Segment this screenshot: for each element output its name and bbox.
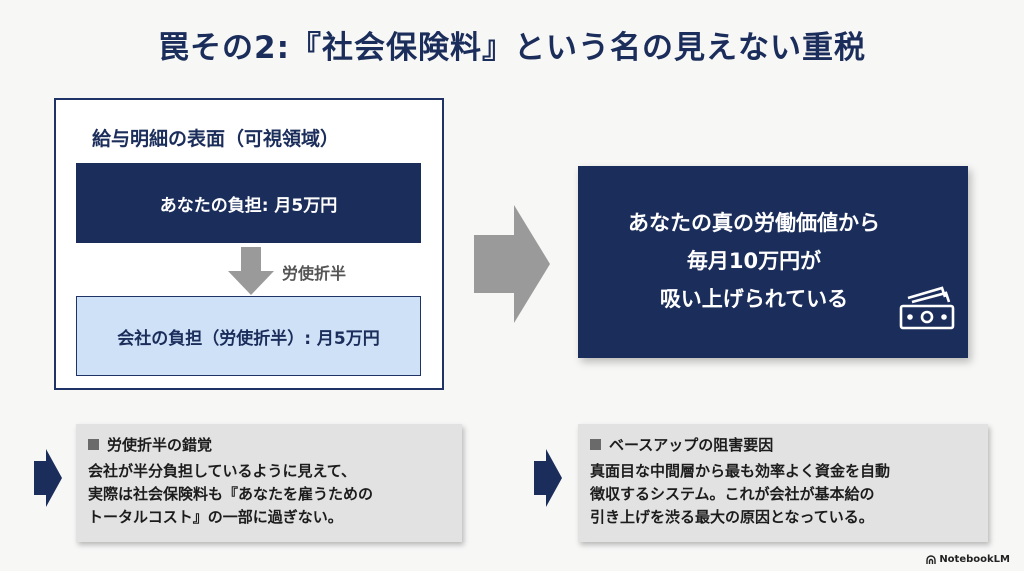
- bullet-square-icon: [88, 439, 99, 450]
- down-arrow-icon: [228, 247, 274, 295]
- bullet-square-icon: [590, 439, 601, 450]
- note-right-line-1: 真面目な中間層から最も効率よく資金を自動: [590, 462, 891, 480]
- right-arrow-icon: [474, 205, 550, 323]
- result-box: あなたの真の労働価値から 毎月10万円が 吸い上げられている: [578, 166, 968, 358]
- note-left-line-3: トータルコスト』の一部に過ぎない。: [88, 508, 343, 526]
- note-right-line-2: 徴収するシステム。これが会社が基本給の: [590, 485, 875, 503]
- payslip-panel: 給与明細の表面（可視領域） あなたの負担: 月5万円 労使折半 会社の負担（労使…: [54, 98, 444, 390]
- note-left-title: 労使折半の錯覚: [88, 434, 212, 455]
- money-stack-icon: [899, 286, 955, 330]
- result-line-1: あなたの真の労働価値から: [628, 211, 880, 235]
- left-note-arrow-icon: [34, 449, 62, 507]
- notebooklm-logo-icon: [926, 554, 937, 564]
- result-line-2: 毎月10万円が: [686, 249, 822, 273]
- company-burden-box: 会社の負担（労使折半）: 月5万円: [76, 296, 421, 376]
- note-left-line-1: 会社が半分負担しているように見えて、: [88, 462, 357, 480]
- brand-watermark: NotebookLM: [926, 554, 1010, 565]
- note-right-body: 真面目な中間層から最も効率よく資金を自動 徴収するシステム。これが会社が基本給の…: [590, 460, 890, 529]
- result-text: あなたの真の労働価値から 毎月10万円が 吸い上げられている: [578, 204, 930, 318]
- note-left-line-2: 実際は社会保険料も『あなたを雇うための: [88, 485, 374, 503]
- employee-burden-box: あなたの負担: 月5万円: [76, 163, 421, 243]
- note-left-body: 会社が半分負担しているように見えて、 実際は社会保険料も『あなたを雇うための ト…: [88, 460, 373, 529]
- note-left: 労使折半の錯覚 会社が半分負担しているように見えて、 実際は社会保険料も『あなた…: [76, 424, 462, 542]
- note-right-title-text: ベースアップの阻害要因: [609, 436, 774, 454]
- right-note-arrow-icon: [534, 449, 562, 507]
- brand-text: NotebookLM: [939, 554, 1010, 565]
- split-label: 労使折半: [282, 264, 347, 283]
- result-line-3: 吸い上げられている: [659, 287, 849, 311]
- slide-title: 罠その2:『社会保険料』という名の見えない重税: [158, 30, 866, 66]
- note-left-title-text: 労使折半の錯覚: [107, 436, 213, 454]
- note-right-title: ベースアップの阻害要因: [590, 434, 773, 455]
- note-right-line-3: 引き上げを渋る最大の原因となっている。: [590, 508, 874, 526]
- note-right: ベースアップの阻害要因 真面目な中間層から最も効率よく資金を自動 徴収するシステ…: [578, 424, 988, 542]
- panel-heading: 給与明細の表面（可視領域）: [92, 128, 340, 150]
